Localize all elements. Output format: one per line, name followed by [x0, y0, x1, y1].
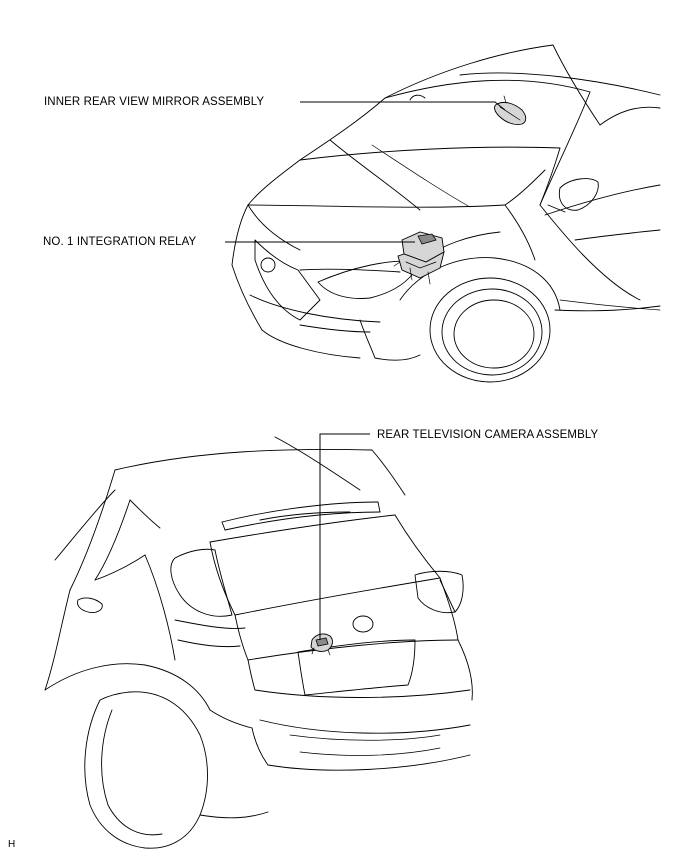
inner-mirror-label: INNER REAR VIEW MIRROR ASSEMBLY: [44, 96, 265, 108]
inner-mirror-part: [409, 94, 527, 125]
mirror-leader-line: [300, 101, 506, 111]
front-car-illustration: [231, 44, 661, 383]
integration-relay-label: NO. 1 INTEGRATION RELAY: [43, 236, 197, 248]
camera-leader-line: [319, 433, 370, 640]
integration-relay-part: [393, 231, 445, 285]
rear-camera-part: [310, 633, 333, 656]
footer-code: H: [8, 839, 16, 850]
rear-camera-label: REAR TELEVISION CAMERA ASSEMBLY: [377, 429, 599, 441]
leader-lines: [225, 101, 506, 640]
rear-car-illustration: [44, 436, 473, 849]
